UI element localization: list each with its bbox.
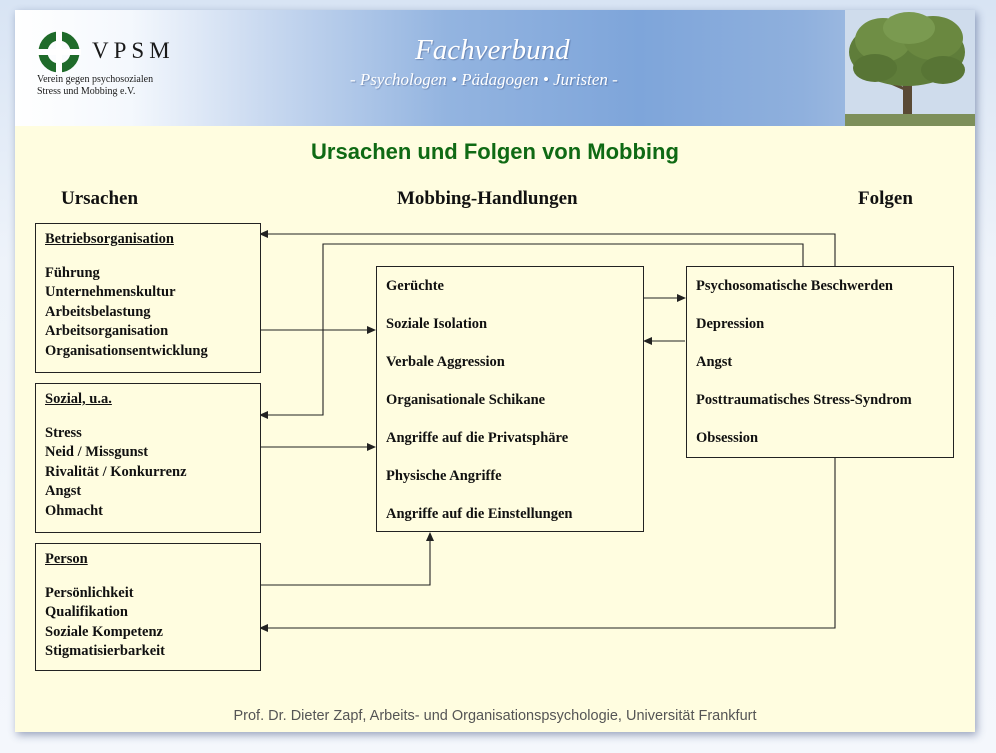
consequence-item: Posttraumatisches Stress-Syndrom [696, 392, 912, 408]
cause-box-organisation: Betriebsorganisation Führung Unternehmen… [35, 223, 261, 373]
vpsm-logo-icon [37, 30, 81, 74]
banner-subtitle: - Psychologen • Pädagogen • Juristen - [350, 70, 618, 89]
cause-item: Organisationsentwicklung [45, 342, 208, 359]
banner: VPSM Verein gegen psychosozialen Stress … [15, 10, 975, 126]
cause-item: Soziale Kompetenz [45, 623, 163, 640]
cause-item: Ohmacht [45, 502, 103, 519]
column-heading-causes: Ursachen [61, 188, 139, 209]
logo-subtitle-line-2: Stress und Mobbing e.V. [37, 86, 136, 97]
consequence-item: Angst [696, 354, 733, 370]
cause-item: Unternehmenskultur [45, 284, 176, 300]
column-heading-actions: Mobbing-Handlungen [397, 188, 578, 209]
arrows-layer [259, 230, 836, 632]
cause-item: Angst [45, 483, 82, 499]
cause-item: Stigmatisierbarkeit [45, 643, 166, 659]
arrow-consequences-to-person [259, 458, 836, 632]
action-item: Angriffe auf die Einstellungen [386, 506, 573, 522]
consequence-item: Depression [696, 316, 765, 332]
tree-image [845, 10, 975, 126]
cause-item: Führung [45, 264, 100, 281]
footer-credit: Prof. Dr. Dieter Zapf, Arbeits- und Orga… [233, 708, 757, 724]
action-item: Physische Angriffe [386, 468, 502, 484]
logo-subtitle-line-1: Verein gegen psychosozialen [37, 74, 154, 85]
banner-title: Fachverbund [415, 34, 570, 66]
slide: VPSM Verein gegen psychosozialen Stress … [15, 10, 975, 732]
page-title: Ursachen und Folgen von Mobbing [311, 139, 679, 164]
consequence-item: Psychosomatische Beschwerden [696, 278, 893, 294]
cause-box-social: Sozial, u.a. Stress Neid / Missgunst Riv… [35, 383, 261, 533]
logo-subtitle: Verein gegen psychosozialen Stress und M… [37, 74, 153, 98]
cause-box-person: Person Persönlichkeit Qualifikation Sozi… [35, 543, 261, 671]
consequence-item: Obsession [696, 430, 759, 446]
cause-heading: Person [45, 551, 88, 567]
cause-item: Rivalität / Konkurrenz [45, 463, 187, 480]
arrow-consequences-to-organisation [259, 230, 836, 266]
action-item: Soziale Isolation [386, 316, 488, 332]
consequences-box: Psychosomatische Beschwerden Depression … [686, 266, 954, 458]
cause-item: Persönlichkeit [45, 584, 134, 601]
cause-item: Arbeitsorganisation [45, 323, 169, 339]
cause-item: Qualifikation [45, 604, 128, 620]
action-item: Angriffe auf die Privatsphäre [386, 430, 569, 446]
action-item: Organisationale Schikane [386, 392, 546, 408]
cause-item: Neid / Missgunst [45, 444, 149, 460]
action-item: Gerüchte [386, 278, 444, 294]
arrow-consequences-to-social [259, 243, 804, 419]
action-item: Verbale Aggression [386, 354, 505, 370]
column-heading-consequences: Folgen [858, 188, 913, 209]
cause-item: Arbeitsbelastung [45, 303, 151, 320]
cause-item: Stress [45, 424, 82, 441]
arrow-person-to-actions [260, 532, 434, 586]
actions-box: Gerüchte Soziale Isolation Verbale Aggre… [376, 266, 644, 532]
logo-text: VPSM [92, 38, 175, 63]
cause-heading: Sozial, u.a. [45, 391, 112, 407]
cause-heading: Betriebsorganisation [45, 231, 174, 247]
